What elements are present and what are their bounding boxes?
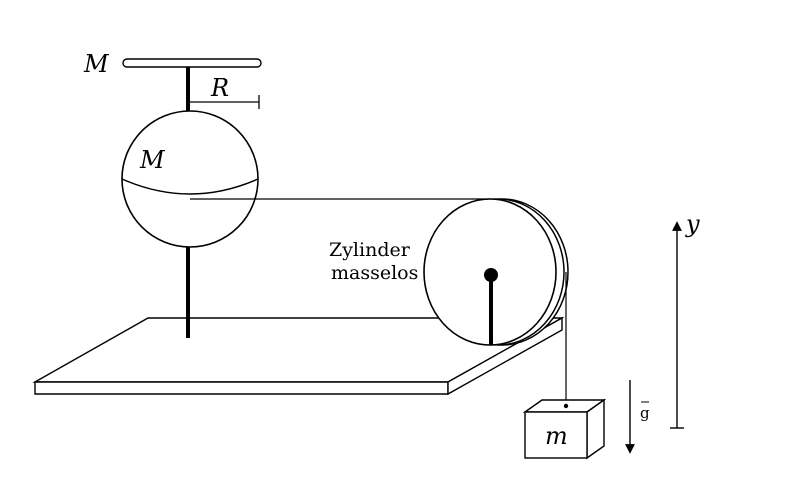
cylinder-label-line2: masselos <box>331 262 418 284</box>
top-rod <box>122 58 262 68</box>
sphere-mass-label: M <box>139 146 166 174</box>
block-front-face <box>524 411 588 459</box>
string-attachment-point <box>563 403 569 409</box>
platform-front-face <box>34 381 449 395</box>
y-axis-label: y <box>685 210 700 238</box>
radius-label: R <box>210 74 229 102</box>
sphere-equator <box>121 178 259 195</box>
cylinder-axle <box>484 268 498 282</box>
block-mass-label: m <box>545 422 568 450</box>
rod-mass-label: M <box>83 50 110 78</box>
sphere <box>121 110 259 248</box>
gravity-label: g <box>640 404 650 422</box>
cylinder-label-line1: Zylinder <box>329 239 411 261</box>
